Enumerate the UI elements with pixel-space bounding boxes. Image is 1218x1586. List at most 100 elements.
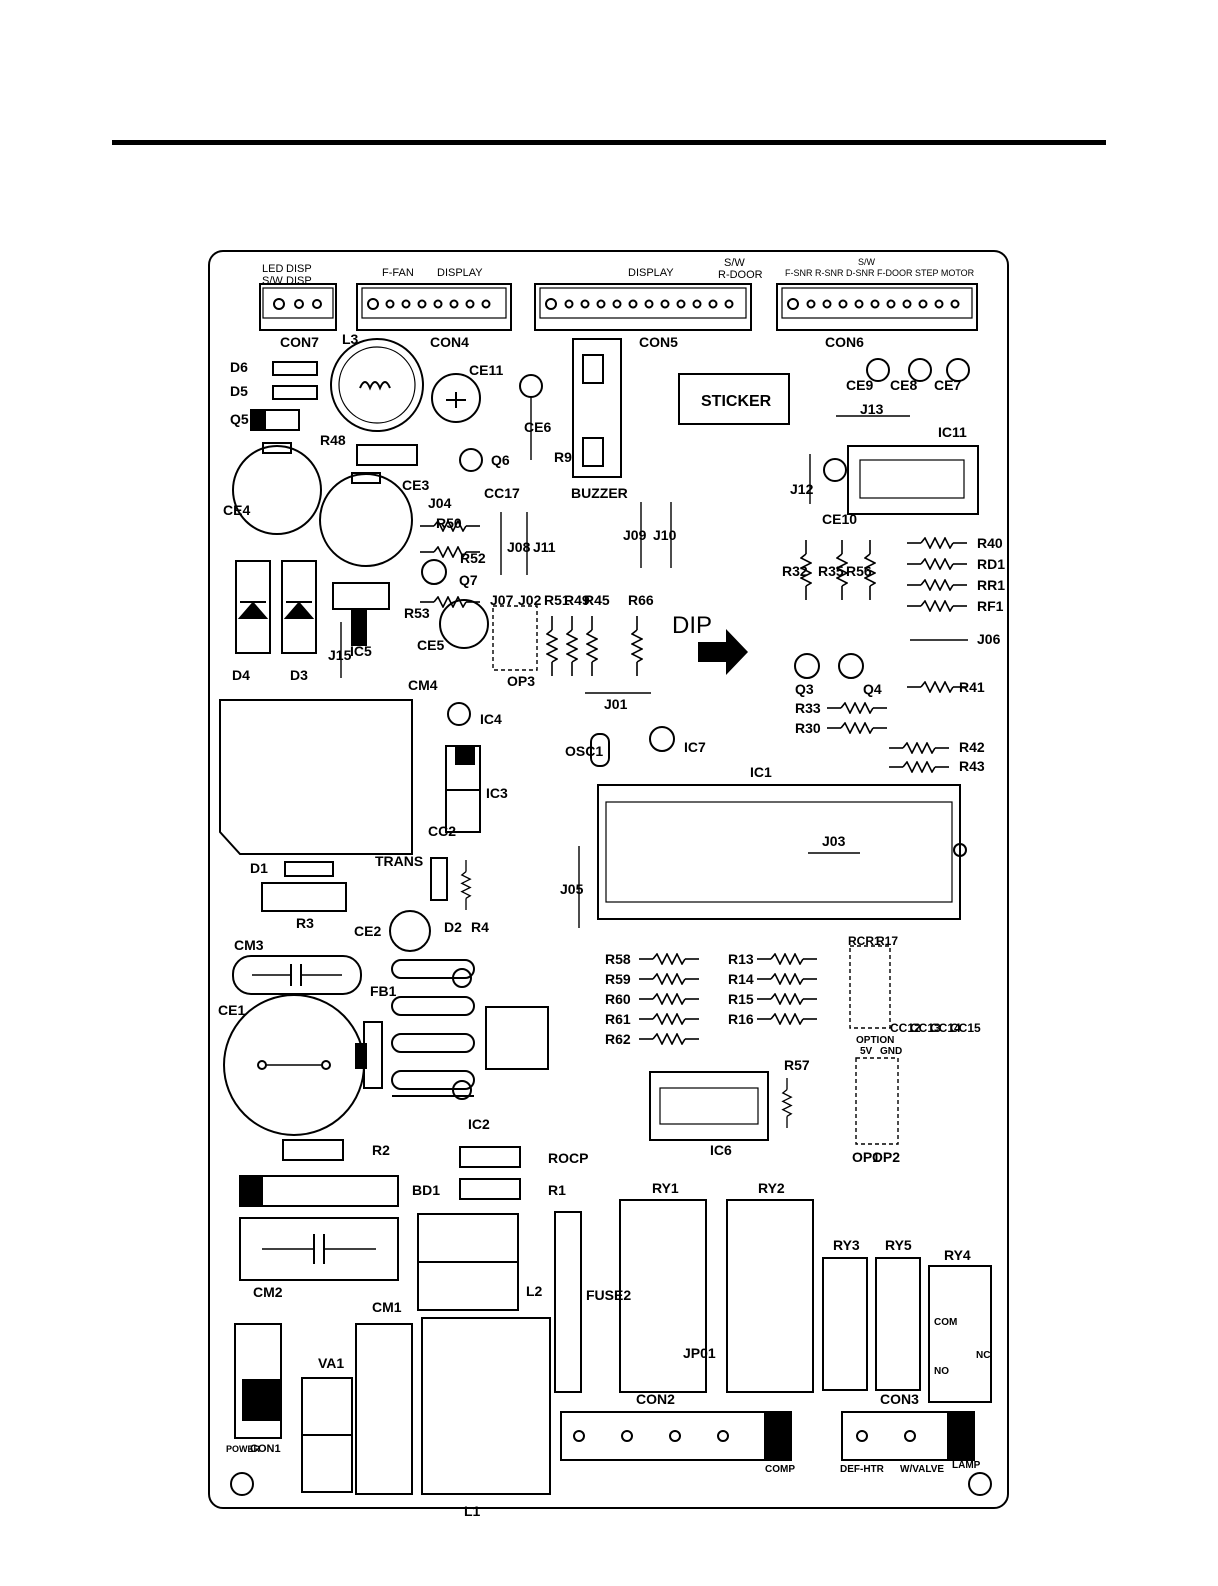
- con4-label: CON4: [430, 334, 469, 350]
- label-fb1: FB1: [370, 983, 397, 999]
- capacitor-ce6: [519, 374, 543, 398]
- label-d1: D1: [250, 860, 268, 876]
- relay-ry3: [822, 1257, 868, 1391]
- capacitor-ce4: [232, 445, 322, 535]
- con6-top-label-2: S/W: [858, 257, 876, 267]
- label-ry5: RY5: [885, 1237, 912, 1253]
- con4-top-label-1: DISPLAY: [437, 267, 483, 279]
- diode-d1: [284, 861, 334, 877]
- microcontroller-ic1: [597, 784, 967, 920]
- resistor-r13: [756, 953, 818, 965]
- diode-d5: [272, 385, 318, 400]
- resistor-rd1: [906, 558, 968, 570]
- label-ry4: RY4: [944, 1247, 971, 1263]
- resistor-r61: [638, 1013, 700, 1025]
- label-r3: R3: [296, 915, 314, 931]
- label-r17: R17: [876, 934, 898, 948]
- heatsink-ic2: [391, 959, 549, 1100]
- capacitor-ce2: [389, 910, 431, 952]
- label-q6: Q6: [491, 452, 510, 468]
- label-j15: J15: [328, 647, 352, 663]
- label-j02: J02: [518, 592, 542, 608]
- transistor-q4: [838, 653, 864, 679]
- label-ce10: CE10: [822, 511, 857, 527]
- label-r33: R33: [795, 700, 821, 716]
- transistor-q6: [459, 448, 483, 472]
- label-op3: OP3: [507, 673, 535, 689]
- bridge-bd1: [239, 1175, 399, 1207]
- diode-d2: [430, 857, 448, 901]
- label-cc12: CC12: [890, 1021, 921, 1035]
- label-r59: R59: [605, 971, 631, 987]
- label-ic3: IC3: [486, 785, 508, 801]
- con5-top-label-3: R-DOOR: [718, 269, 763, 281]
- label-ic2: IC2: [468, 1116, 490, 1132]
- label-r14: R14: [728, 971, 754, 987]
- capacitor-cm1: [355, 1323, 413, 1495]
- label-r60: R60: [605, 991, 631, 1007]
- label-q5: Q5: [230, 411, 249, 427]
- label-r32: R32: [782, 563, 808, 579]
- label-r53: R53: [404, 605, 430, 621]
- label-j10: J10: [653, 527, 677, 543]
- capacitor-ce7: [946, 358, 970, 382]
- mount-hole-left: [230, 1472, 254, 1496]
- label-d5: D5: [230, 383, 248, 399]
- label-ce8: CE8: [890, 377, 917, 393]
- label-def-htr: DEF-HTR: [840, 1464, 885, 1475]
- label-buzzer: BUZZER: [571, 485, 628, 501]
- resistor-r57: [782, 1078, 792, 1128]
- label-gnd: GND: [880, 1046, 902, 1057]
- board-outline: [208, 250, 1009, 1509]
- connector-con4: [356, 283, 512, 331]
- label-r41: R41: [959, 679, 985, 695]
- connector-con7: [259, 283, 337, 331]
- label-j08: J08: [507, 539, 531, 555]
- con7-top-label-1: S/W: [262, 275, 283, 287]
- label-r40: R40: [977, 535, 1003, 551]
- label-j06: J06: [977, 631, 1001, 647]
- label-rcr1: RCR1: [848, 934, 881, 948]
- transformer-trans: [219, 699, 413, 855]
- relay-ry1: [619, 1199, 707, 1393]
- label-dip: DIP: [672, 612, 712, 639]
- label-ry3: RY3: [833, 1237, 860, 1253]
- label-r2: R2: [372, 1142, 390, 1158]
- label-j09: J09: [623, 527, 647, 543]
- relay-ry4: [928, 1265, 992, 1403]
- label-rf1: RF1: [977, 598, 1004, 614]
- label-cc14: CC14: [930, 1021, 961, 1035]
- con7-top-label-3: LED: [262, 263, 283, 275]
- con6-label: CON6: [825, 334, 864, 350]
- option-op3: [492, 605, 538, 671]
- buzzer: [572, 338, 622, 478]
- label-r30: R30: [795, 720, 821, 736]
- label-comp: COMP: [765, 1464, 795, 1475]
- resistor-r62: [638, 1033, 700, 1045]
- capacitor-ce11: [431, 373, 481, 423]
- label-r48: R48: [320, 432, 346, 448]
- connector-con5: [534, 283, 752, 331]
- label-ic5: IC5: [350, 643, 372, 659]
- resistor-r1: [459, 1178, 521, 1200]
- label-ce7: CE7: [934, 377, 961, 393]
- label-d3: D3: [290, 667, 308, 683]
- label-ce5: CE5: [417, 637, 444, 653]
- label-rocp: ROCP: [548, 1150, 588, 1166]
- label-ic7: IC7: [684, 739, 706, 755]
- connector-con3: [841, 1411, 975, 1461]
- label-ce6: CE6: [524, 419, 551, 435]
- resistor-r14: [756, 973, 818, 985]
- option-box: [849, 945, 891, 1029]
- resistor-r59: [638, 973, 700, 985]
- con5-top-label-2: S/W: [724, 257, 745, 269]
- inductor-l3: [330, 338, 424, 432]
- resistor-r40: [906, 537, 968, 549]
- capacitor-ce8: [908, 358, 932, 382]
- con7-top-label-2: DISP: [286, 275, 312, 287]
- label-r45: R45: [584, 592, 610, 608]
- label-ic6: IC6: [710, 1142, 732, 1158]
- oscillator-osc1: [590, 733, 610, 767]
- label-ry1: RY1: [652, 1180, 679, 1196]
- label-cm2: CM2: [253, 1284, 283, 1300]
